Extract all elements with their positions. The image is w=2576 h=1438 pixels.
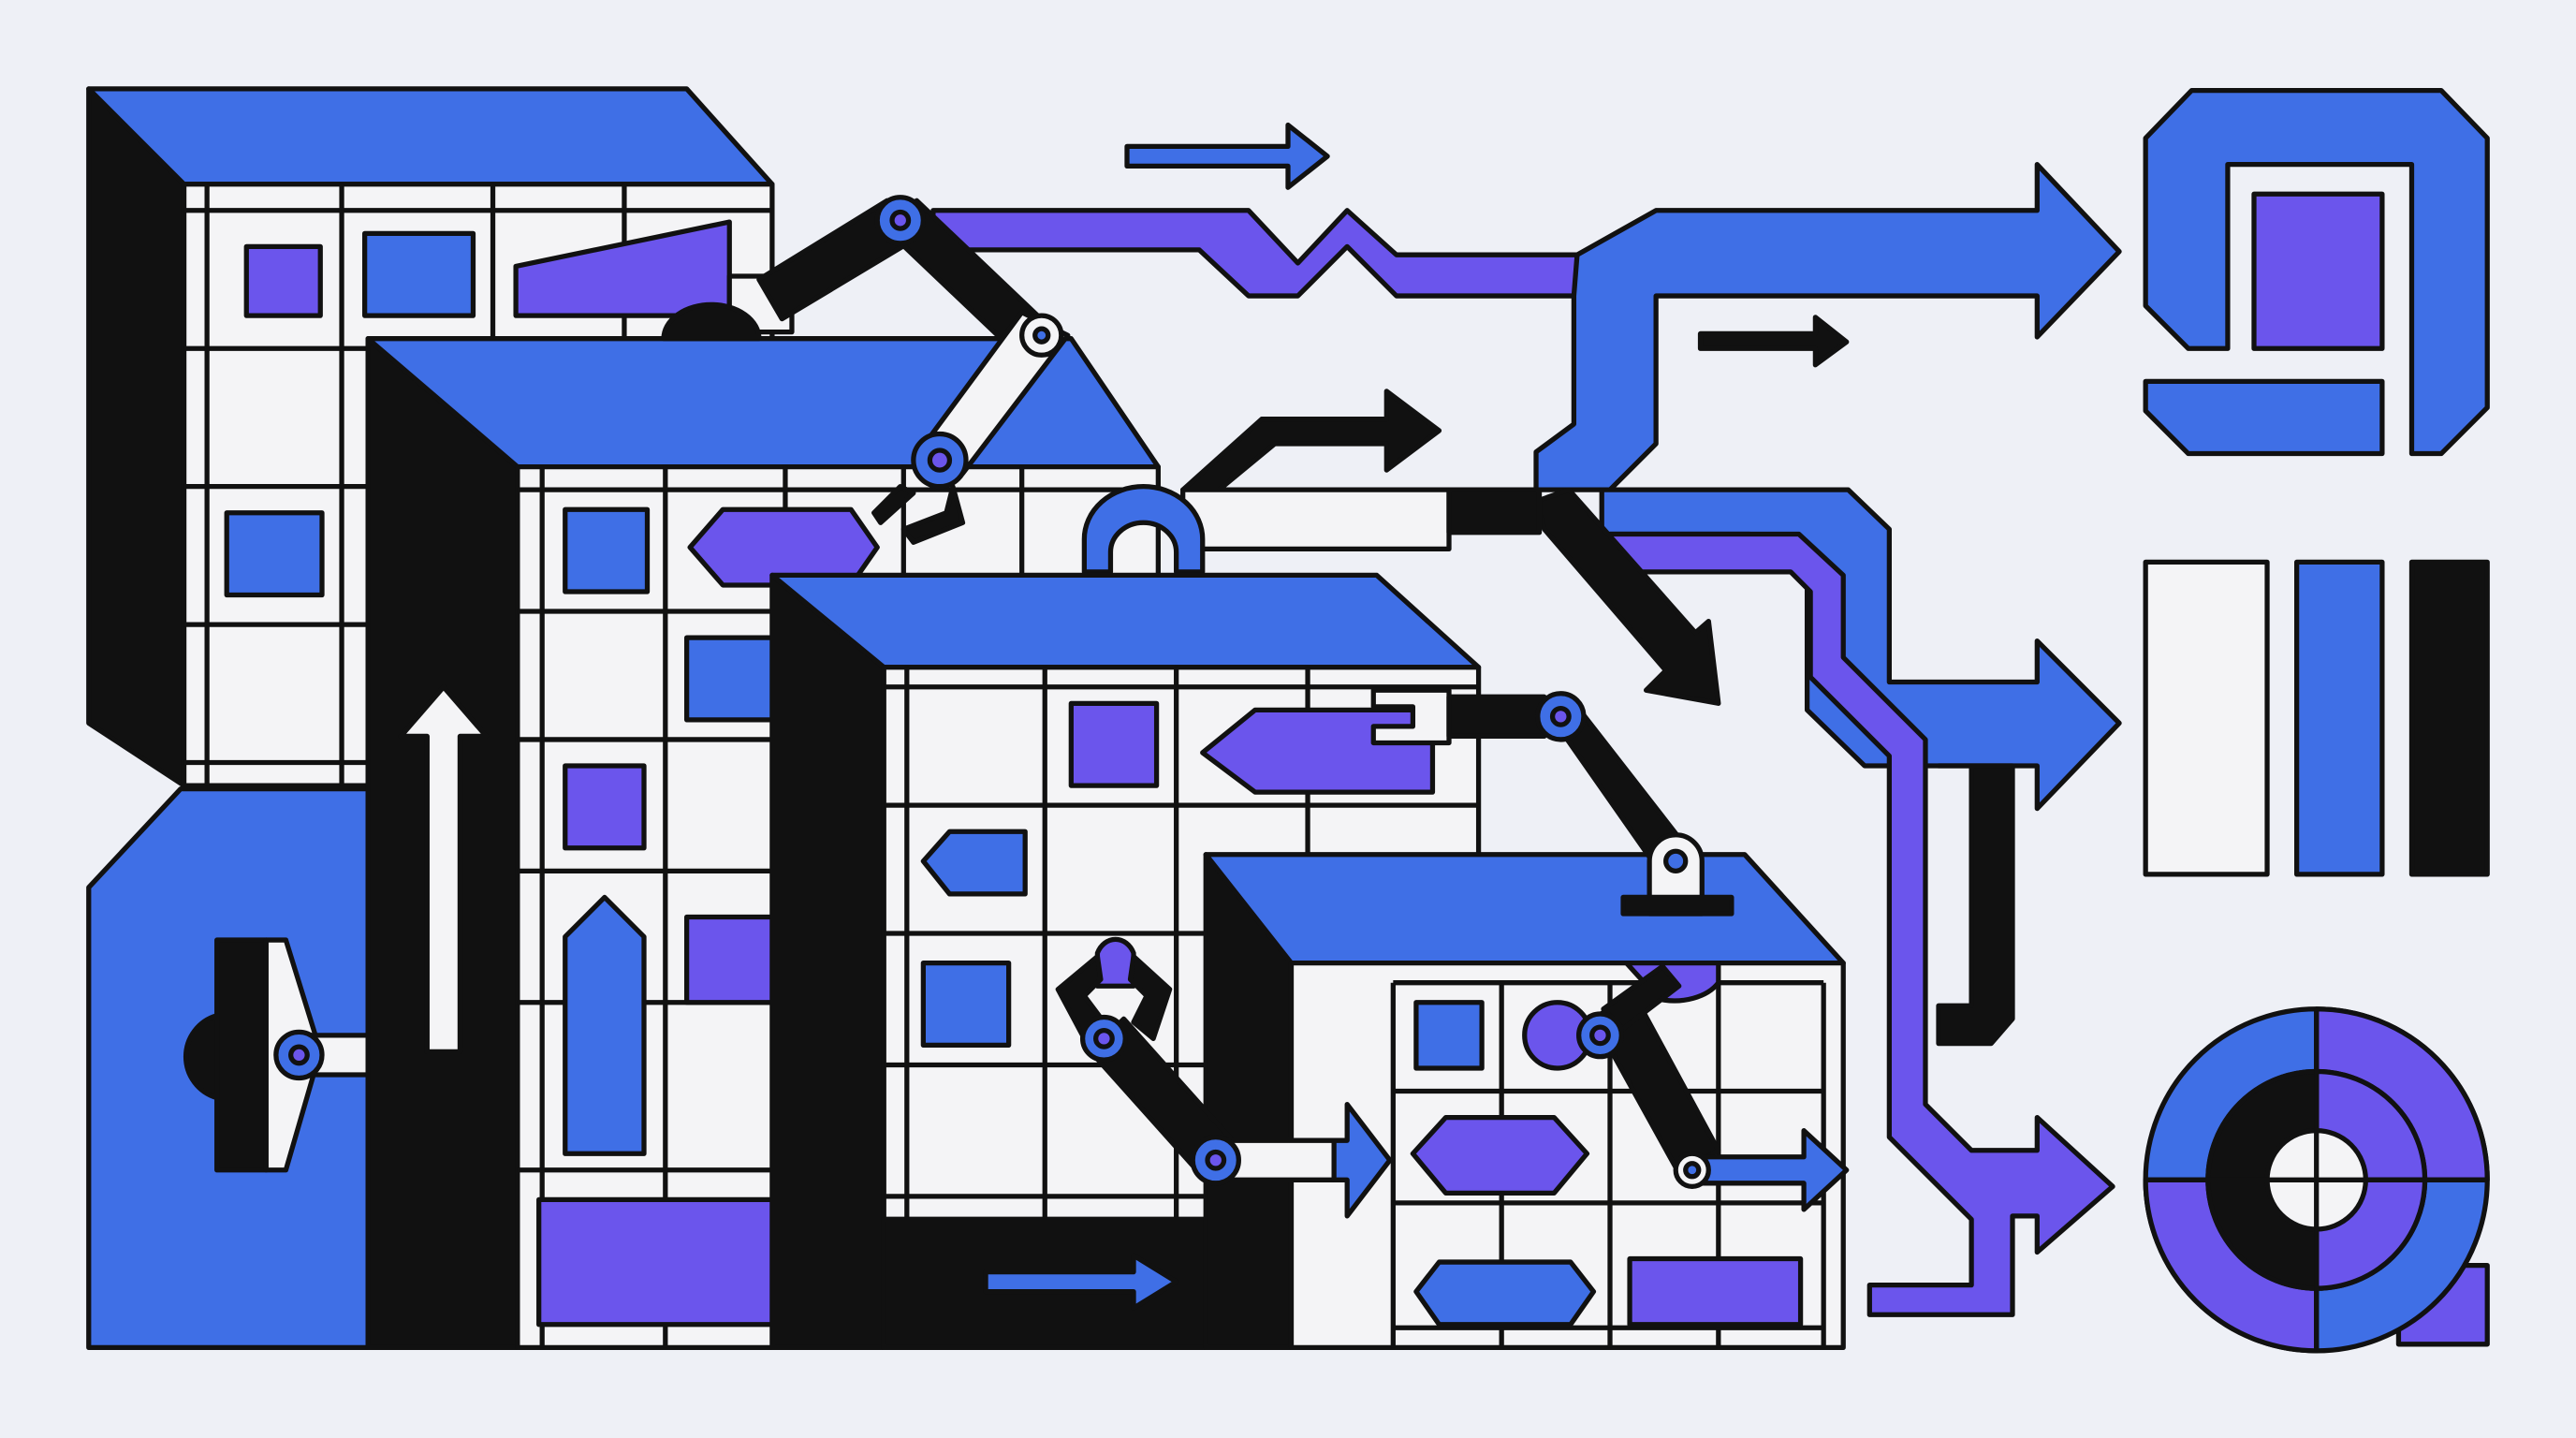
arrow-right-icon [983, 1253, 1179, 1311]
cell-square [563, 763, 647, 851]
hexagon-tag-icon [1413, 1259, 1597, 1328]
arrow-right-icon [1533, 162, 2122, 492]
cell-square [362, 230, 476, 318]
cell-square [920, 961, 1012, 1049]
arrow-down-right-icon [1533, 487, 1721, 706]
hexagon-tag-icon [1200, 707, 1436, 795]
arrow-right-icon [1331, 1101, 1393, 1219]
hexagon-tag-icon [563, 894, 647, 1156]
hexagon-tag-icon [687, 506, 880, 588]
cell-square [683, 914, 788, 1005]
hexagon-tag-icon [920, 829, 1028, 897]
robotic-arm-icon [1055, 936, 1393, 1219]
cell-square [224, 510, 325, 598]
bar-stripes-icon [2143, 559, 2490, 877]
front-block [1203, 852, 1846, 1350]
arrow-up-icon [398, 684, 490, 1055]
cell-bar [1627, 1255, 1804, 1328]
third-block [769, 572, 1482, 1350]
cell-square [1413, 1000, 1485, 1071]
cell-bar [536, 1196, 788, 1328]
cell-square [243, 243, 323, 318]
hexagon-tag-icon [1410, 1114, 1590, 1196]
donut-ring-icon [2143, 1006, 2490, 1354]
cell-square [563, 506, 651, 594]
arrow-right-icon [1180, 389, 1442, 492]
connector-bar [1081, 484, 1543, 575]
arrow-right-icon [1697, 315, 1850, 368]
corner-frame-icon [2143, 88, 2490, 457]
flow-band-black [1936, 763, 2015, 1047]
arrow-right-icon [1124, 122, 1330, 190]
flow-band-violet [930, 208, 1613, 299]
cell-square [1068, 700, 1160, 788]
flow-band-violet [1607, 531, 2115, 1317]
robotic-arm-icon [1535, 691, 1850, 1212]
flow-arrows [930, 122, 2122, 1317]
robotic-arm-icon [661, 195, 1071, 545]
